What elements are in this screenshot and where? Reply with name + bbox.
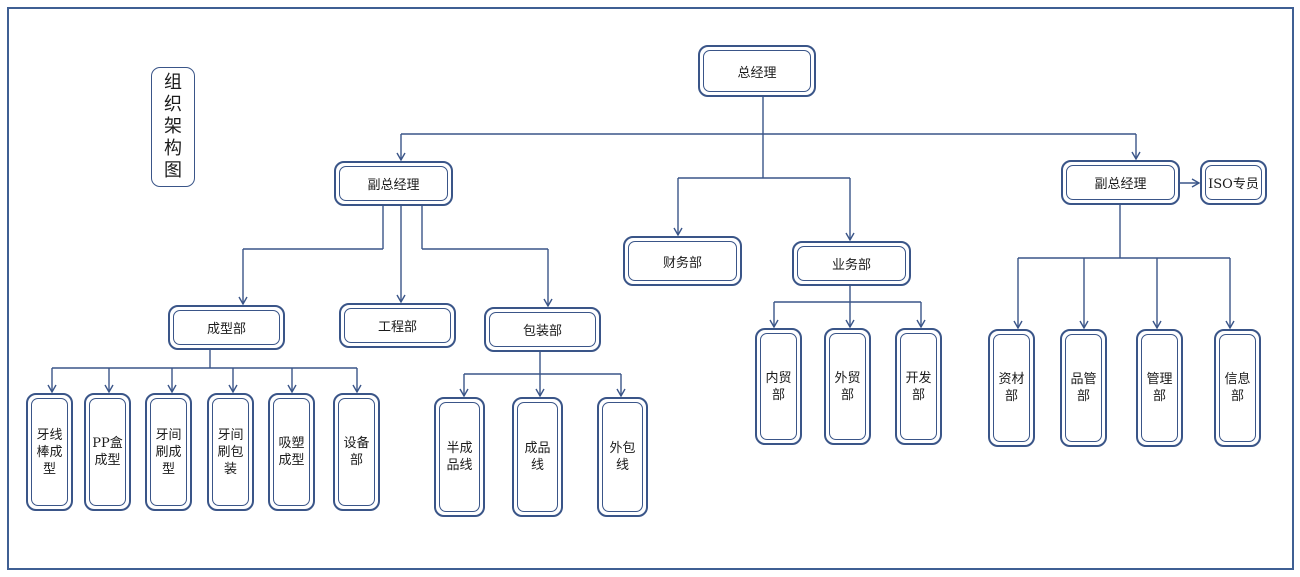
packaging-line-box[interactable]: 成品线: [512, 397, 563, 517]
right-dept-box[interactable]: 管理部: [1136, 329, 1183, 447]
sales-subdept-box[interactable]: 内贸部: [755, 328, 802, 445]
equipment-dept-box[interactable]: 设备部: [333, 393, 380, 511]
molding-line-box[interactable]: 牙间刷成型: [145, 393, 192, 511]
right-dept-box[interactable]: 品管部: [1060, 329, 1107, 447]
sales-subdept-box[interactable]: 开发部: [895, 328, 942, 445]
molding-dept-box[interactable]: 成型部: [168, 305, 285, 350]
molding-line-box[interactable]: PP盒成型: [84, 393, 131, 511]
packaging-dept-box[interactable]: 包装部: [484, 307, 601, 352]
molding-line-box[interactable]: 吸塑成型: [268, 393, 315, 511]
ceo-box[interactable]: 总经理: [698, 45, 816, 97]
molding-line-box[interactable]: 牙间刷包装: [207, 393, 254, 511]
vp-left-box[interactable]: 副总经理: [334, 161, 453, 206]
engineering-dept-box[interactable]: 工程部: [339, 303, 456, 348]
sales-subdept-box[interactable]: 外贸部: [824, 328, 871, 445]
iso-specialist-box[interactable]: ISO专员: [1200, 160, 1267, 205]
right-dept-box[interactable]: 资材部: [988, 329, 1035, 447]
diagram-frame: [7, 7, 1294, 570]
right-dept-box[interactable]: 信息部: [1214, 329, 1261, 447]
chart-title: 组织架构图: [151, 67, 195, 187]
molding-line-box[interactable]: 牙线棒成型: [26, 393, 73, 511]
packaging-line-box[interactable]: 半成品线: [434, 397, 485, 517]
sales-dept-box[interactable]: 业务部: [792, 241, 911, 286]
vp-right-box[interactable]: 副总经理: [1061, 160, 1180, 205]
packaging-line-box[interactable]: 外包线: [597, 397, 648, 517]
finance-dept-box[interactable]: 财务部: [623, 236, 742, 286]
